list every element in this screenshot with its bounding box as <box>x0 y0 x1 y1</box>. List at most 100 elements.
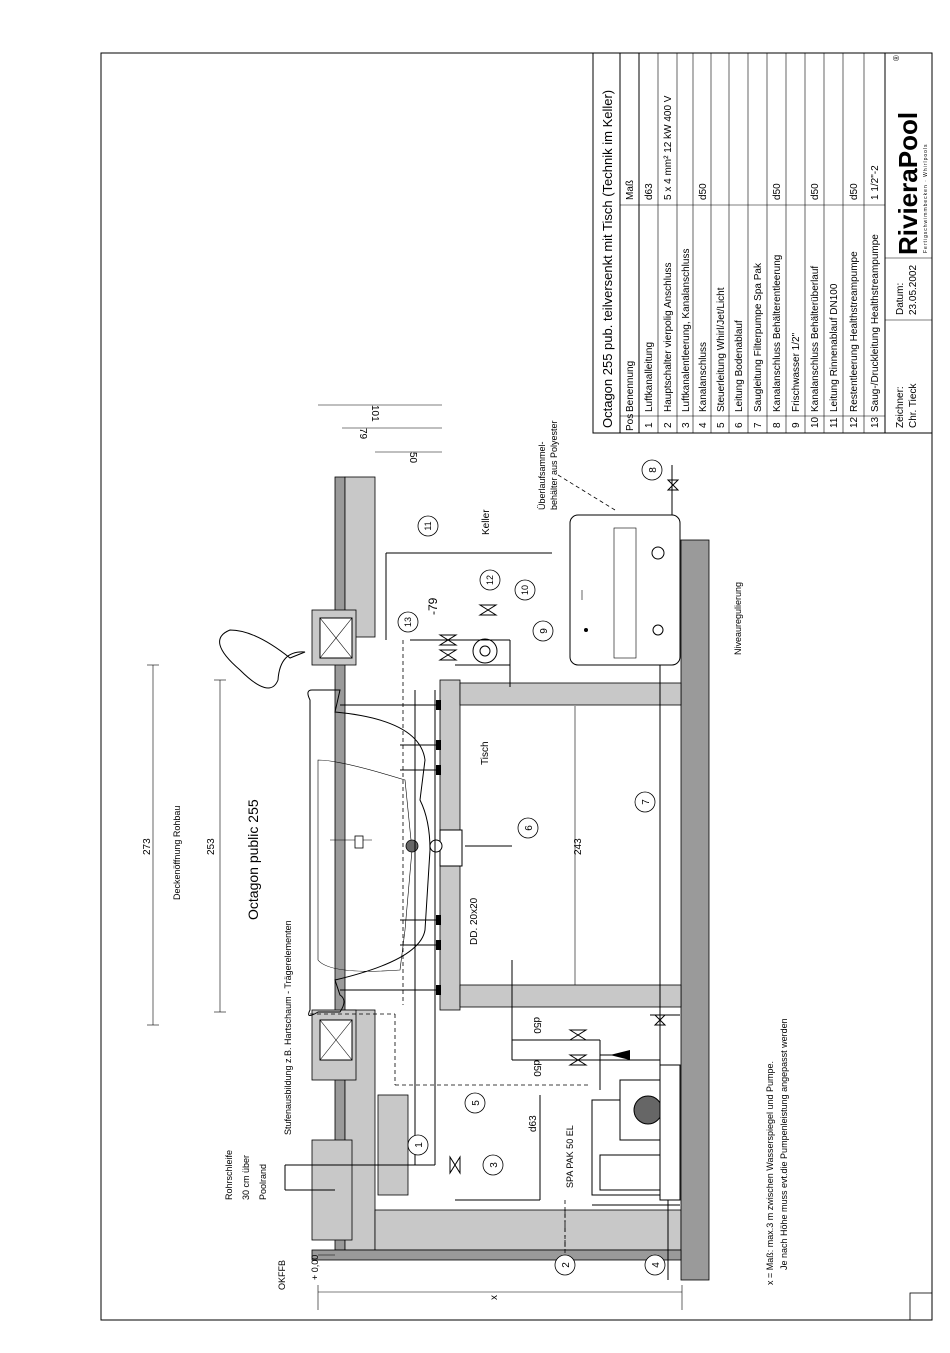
label-rohrschleife-3: Poolrand <box>258 1164 268 1200</box>
label-x: x <box>489 1295 500 1300</box>
row-mass: d50 <box>810 183 821 200</box>
row-pos: 10 <box>810 416 821 428</box>
drawing-title: Octagon public 255 <box>245 799 261 920</box>
table-row: 1 Luftkanalleitung d63 <box>644 183 655 428</box>
table-row: 2 Hauptschalter vierpolig Anschluss 5 x … <box>663 95 674 428</box>
table-row: 6 Leitung Bodenablauf <box>734 320 745 428</box>
table-row: 3 Luftkanalentleerung, Kanalanschluss <box>681 249 692 428</box>
svg-text:10: 10 <box>520 585 530 595</box>
position-marker-5: 5 <box>464 1092 486 1114</box>
svg-text:13: 13 <box>403 617 413 627</box>
col-header-mass: Maß <box>625 180 636 200</box>
label-d50-b: d50 <box>531 1060 542 1077</box>
svg-text:1: 1 <box>414 1142 425 1148</box>
label-niveauregulierung: Niveauregulierung <box>733 582 743 655</box>
position-marker-7: 7 <box>634 791 656 813</box>
rivierapool-logo: RivieraPool <box>893 112 923 255</box>
label-dd: DD. 20x20 <box>469 897 480 945</box>
svg-text:2: 2 <box>561 1262 572 1268</box>
dimension-lines <box>147 404 683 1310</box>
label-rohrschleife-2: 30 cm über <box>241 1155 251 1200</box>
svg-text:8: 8 <box>648 467 659 473</box>
row-pos: 2 <box>663 422 674 428</box>
spa-pak-pump <box>472 638 681 1201</box>
row-pos: 7 <box>753 422 764 428</box>
piping <box>284 465 680 1280</box>
title-block <box>592 52 933 434</box>
handrail <box>219 629 306 689</box>
row-name: Kanalanschluss Behälterüberlauf <box>810 266 821 412</box>
row-pos: 8 <box>772 422 783 428</box>
label-d63: d63 <box>528 1115 539 1132</box>
row-pos: 13 <box>870 416 881 428</box>
position-marker-13: 13 <box>397 611 419 633</box>
row-mass: d50 <box>772 183 783 200</box>
svg-text:3: 3 <box>489 1162 500 1168</box>
row-pos: 5 <box>716 422 727 428</box>
position-marker-12: 12 <box>479 569 501 591</box>
col-header-pos: Pos <box>625 414 636 431</box>
row-pos: 12 <box>849 416 860 428</box>
row-pos: 11 <box>829 417 840 428</box>
table-row: 9 Frischwasser 1/2" <box>791 332 802 428</box>
label-keller: Keller <box>481 509 492 535</box>
titleblock-title: Octagon 255 pub. teilversenkt mit Tisch … <box>600 90 615 428</box>
label-rohrschleife-1: Rohrschleife <box>224 1150 234 1200</box>
drain-icon <box>405 839 419 853</box>
label-level-0: + 0,00 <box>310 1255 320 1280</box>
label-level-79: -79 <box>426 597 440 615</box>
row-pos: 9 <box>791 422 802 428</box>
dim-273: 273 <box>142 838 153 855</box>
logo-subtitle: Fertigschwimmbecken · Whirlpools <box>923 143 929 253</box>
label-deckenoeffnung: Deckenöffnung Rohbau <box>172 806 182 900</box>
row-pos: 3 <box>681 422 692 428</box>
label-stufen: Stufenausbildung z.B. Hartschaum - Träge… <box>283 920 293 1135</box>
fitting-icon <box>429 839 443 853</box>
position-marker-8: 8 <box>641 459 663 481</box>
row-name: Leitung Rinnenablauf DN100 <box>829 283 840 412</box>
label-okffb: OKFFB <box>277 1260 287 1290</box>
table-structure <box>439 679 682 1011</box>
support-element <box>319 1019 353 1061</box>
row-mass: 5 x 4 mm² 12 kW 400 V <box>663 95 674 200</box>
label-tisch: Tisch <box>480 741 491 765</box>
position-marker-9: 9 <box>532 620 554 642</box>
position-marker-10: 10 <box>514 579 536 601</box>
svg-text:7: 7 <box>641 799 652 805</box>
row-mass: d63 <box>644 183 655 200</box>
position-marker-6: 6 <box>517 817 539 839</box>
overflow-tank <box>569 514 681 666</box>
parts-list: 1 Luftkanalleitung d63 2 Hauptschalter v… <box>644 95 881 428</box>
row-pos: 4 <box>698 422 709 428</box>
zeichner-label: Zeichner: <box>895 386 906 428</box>
position-marker-1: 1 <box>407 1134 429 1156</box>
note-line-2: Je nach Höhe muss evt.die Pumpenleistung… <box>779 1018 789 1270</box>
dim-243: 243 <box>573 838 584 855</box>
position-marker-2: 2 <box>554 1254 576 1276</box>
corner-box <box>909 1292 933 1321</box>
skimmer-icon <box>354 835 364 849</box>
row-name: Saug-/Druckleitung Healthstreampumpe <box>870 234 881 412</box>
label-spa-pak: SPA PAK 50 EL <box>565 1125 575 1188</box>
row-name: Hauptschalter vierpolig Anschluss <box>663 262 674 412</box>
support-element <box>319 617 353 659</box>
position-marker-11: 11 <box>417 515 439 537</box>
row-pos: 6 <box>734 422 745 428</box>
table-row: 10 Kanalanschluss Behälterüberlauf d50 <box>810 183 821 428</box>
row-name: Saugleitung Filterpumpe Spa Pak <box>753 262 764 412</box>
dim-101: 101 <box>369 405 380 422</box>
table-row: 4 Kanalanschluss d50 <box>698 183 709 428</box>
label-ueberlauf-1: Überlaufsammel- <box>537 441 547 510</box>
note-line-1: x = Maß: max.3 m zwischen Wasserspiegel … <box>765 1061 775 1285</box>
svg-text:5: 5 <box>471 1100 482 1106</box>
zeichner-value: Chr. Tieck <box>908 383 919 428</box>
table-row: 11 Leitung Rinnenablauf DN100 <box>829 283 840 428</box>
datum-label: Datum: <box>895 283 906 315</box>
row-name: Restentleerung Healthstreampumpe <box>849 251 860 412</box>
svg-text:12: 12 <box>485 575 495 585</box>
svg-text:4: 4 <box>651 1262 662 1268</box>
label-ueberlauf-2: behälter aus Polyester <box>549 420 559 510</box>
row-mass: 1 1/2"-2 <box>870 165 881 200</box>
position-markers: 1 2 3 4 5 6 7 8 <box>397 459 666 1276</box>
